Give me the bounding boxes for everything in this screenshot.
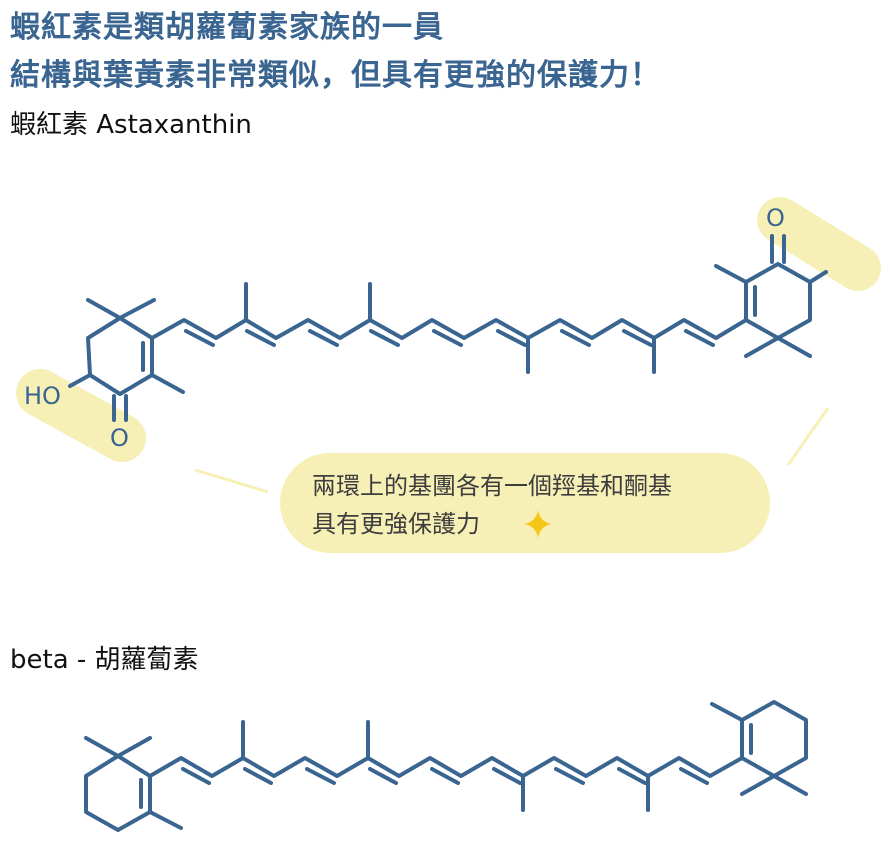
headline-line-2: 結構與葉黃素非常類似，但具有更強的保護力！	[10, 58, 661, 93]
beta-carotene-label: beta - 胡蘿蔔素	[10, 645, 199, 675]
hydroxyl-highlight	[16, 369, 146, 462]
beta-carotene-structure	[84, 700, 808, 832]
keto-atom-label-right: O	[766, 204, 785, 232]
callout-connector-left	[194, 468, 269, 494]
callout-bubble	[280, 453, 770, 553]
hydroxyl-atom-label: HO	[24, 382, 61, 410]
callout-connector-right	[786, 407, 830, 466]
keto-atom-label-left: O	[110, 424, 129, 452]
astaxanthin-label: 蝦紅素 Astaxanthin	[10, 110, 252, 140]
keto-highlight	[757, 197, 881, 291]
sparkle-icon	[524, 510, 552, 538]
astaxanthin-structure: HO O O	[24, 204, 828, 452]
headline-line-1: 蝦紅素是類胡蘿蔔素家族的一員	[10, 10, 444, 45]
callout-line-2: 具有更強保護力	[312, 510, 480, 538]
callout-line-1: 兩環上的基團各有一個羥基和酮基	[312, 472, 672, 500]
